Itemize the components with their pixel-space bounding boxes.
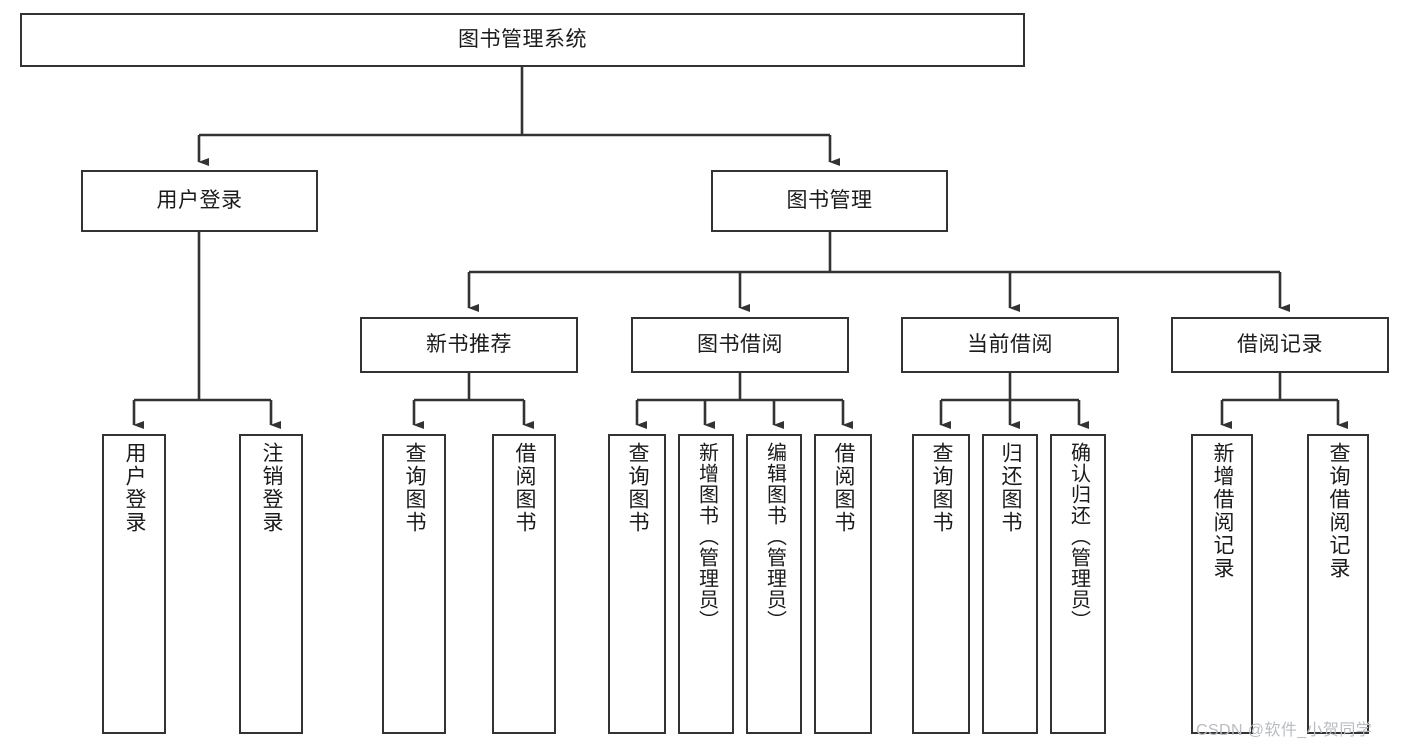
node-new-book-recommend[interactable]: 新书推荐 <box>360 317 578 373</box>
node-label: 编辑图书（管理员） <box>763 442 786 631</box>
node-book-borrow[interactable]: 图书借阅 <box>631 317 849 373</box>
leaf-new-book-query[interactable]: 查询图书 <box>382 434 446 734</box>
leaf-borrow-add-book-admin[interactable]: 新增图书（管理员） <box>678 434 734 734</box>
node-label: 注销登录 <box>260 442 284 534</box>
node-label: 借阅记录 <box>1237 332 1323 356</box>
leaf-borrow-edit-book-admin[interactable]: 编辑图书（管理员） <box>746 434 802 734</box>
node-label: 当前借阅 <box>967 332 1053 356</box>
node-label: 图书管理系统 <box>458 27 587 51</box>
leaf-current-return-book[interactable]: 归还图书 <box>982 434 1038 734</box>
node-label: 查询借阅记录 <box>1327 442 1351 580</box>
node-current-borrow[interactable]: 当前借阅 <box>901 317 1119 373</box>
leaf-current-confirm-return-admin[interactable]: 确认归还（管理员） <box>1050 434 1106 734</box>
node-label: 新增图书（管理员） <box>695 442 718 631</box>
node-label: 查询图书 <box>626 442 650 534</box>
node-book-management[interactable]: 图书管理 <box>711 170 948 232</box>
node-label: 查询图书 <box>403 442 427 534</box>
node-label: 新书推荐 <box>426 332 512 356</box>
leaf-record-add-record[interactable]: 新增借阅记录 <box>1191 434 1253 734</box>
node-label: 图书借阅 <box>697 332 783 356</box>
leaf-record-query-record[interactable]: 查询借阅记录 <box>1307 434 1369 734</box>
leaf-borrow-query-book[interactable]: 查询图书 <box>608 434 666 734</box>
node-label: 确认归还（管理员） <box>1067 442 1090 631</box>
node-label: 借阅图书 <box>513 442 537 534</box>
leaf-new-book-borrow[interactable]: 借阅图书 <box>492 434 556 734</box>
leaf-user-login-login[interactable]: 用户登录 <box>102 434 166 734</box>
node-label: 用户登录 <box>123 442 147 534</box>
node-label: 用户登录 <box>156 188 243 212</box>
node-label: 借阅图书 <box>832 442 856 534</box>
node-user-login[interactable]: 用户登录 <box>81 170 318 232</box>
csdn-watermark: CSDN @软件_小贺同学 <box>1196 722 1373 739</box>
node-label: 图书管理 <box>786 188 873 212</box>
leaf-borrow-borrow-book[interactable]: 借阅图书 <box>814 434 872 734</box>
node-borrow-record[interactable]: 借阅记录 <box>1171 317 1389 373</box>
node-label: 新增借阅记录 <box>1211 442 1235 580</box>
node-label: 查询图书 <box>930 442 954 534</box>
node-label: 归还图书 <box>999 442 1023 534</box>
leaf-user-login-logout[interactable]: 注销登录 <box>239 434 303 734</box>
node-root-system[interactable]: 图书管理系统 <box>20 13 1025 67</box>
leaf-current-query-book[interactable]: 查询图书 <box>912 434 970 734</box>
